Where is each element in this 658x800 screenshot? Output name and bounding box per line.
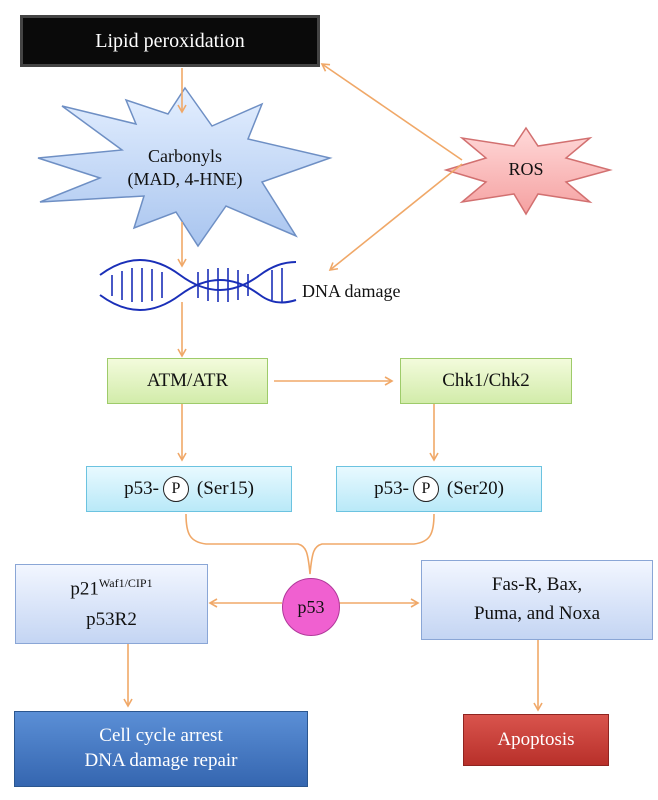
carbonyls-label: Carbonyls (MAD, 4-HNE) bbox=[110, 140, 260, 196]
atm-atr-box: ATM/ATR bbox=[107, 358, 268, 404]
chk-label: Chk1/Chk2 bbox=[442, 369, 530, 391]
bracket-to-p53 bbox=[185, 513, 435, 575]
phosphate-icon: P bbox=[412, 476, 439, 502]
ros-label: ROS bbox=[508, 159, 544, 180]
lipid-peroxidation-box: Lipid peroxidation bbox=[20, 15, 320, 67]
arrow-ros-to-dna bbox=[328, 163, 463, 272]
p21-base: p21 bbox=[70, 577, 99, 599]
chk-box: Chk1/Chk2 bbox=[400, 358, 572, 404]
dna-damage-label: DNA damage bbox=[302, 281, 401, 302]
p53-ser15-box: p53-P (Ser15) bbox=[86, 466, 292, 512]
p53-ser20-box: p53-P (Ser20) bbox=[336, 466, 542, 512]
cell-cycle-arrest-box: Cell cycle arrest DNA damage repair bbox=[14, 711, 308, 787]
fas-line1: Fas-R, Bax, bbox=[491, 574, 583, 596]
carbonyls-line1: Carbonyls bbox=[148, 145, 222, 166]
atm-atr-label: ATM/ATR bbox=[146, 369, 229, 391]
carbonyls-line2: (MAD, 4-HNE) bbox=[127, 169, 243, 189]
p53-node: p53 bbox=[282, 578, 340, 636]
arrest-line2: DNA damage repair bbox=[84, 750, 238, 771]
phosphate-icon: P bbox=[162, 476, 189, 502]
p53-ser20-prefix: p53- bbox=[374, 477, 409, 499]
p53-label: p53 bbox=[297, 596, 325, 617]
fas-bax-box: Fas-R, Bax, Puma, and Noxa bbox=[421, 560, 653, 640]
arrow-ros-to-lipid bbox=[320, 63, 463, 161]
p21-p53r2-box: p21Waf1/CIP1 p53R2 bbox=[15, 564, 208, 644]
p21-label: p21Waf1/CIP1 bbox=[70, 576, 152, 602]
apoptosis-label: Apoptosis bbox=[497, 728, 575, 750]
dna-helix-icon bbox=[99, 259, 297, 311]
ser20-label: (Ser20) bbox=[446, 477, 504, 499]
apoptosis-box: Apoptosis bbox=[463, 714, 609, 766]
p53-ser15-prefix: p53- bbox=[124, 477, 159, 499]
p21-superscript: Waf1/CIP1 bbox=[98, 575, 153, 590]
ser15-label: (Ser15) bbox=[196, 477, 254, 499]
fas-line2: Puma, and Noxa bbox=[473, 603, 601, 624]
ros-burst bbox=[443, 126, 613, 216]
arrest-line1: Cell cycle arrest bbox=[99, 725, 223, 747]
lipid-peroxidation-label: Lipid peroxidation bbox=[95, 30, 245, 52]
p53r2-label: p53R2 bbox=[86, 608, 137, 630]
carbonyls-burst bbox=[37, 86, 333, 248]
